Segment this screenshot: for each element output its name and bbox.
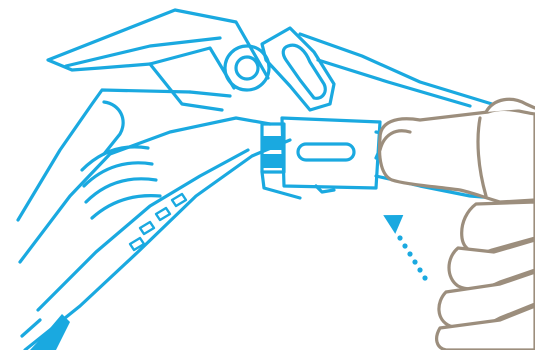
pivot-ring-icon — [223, 44, 271, 92]
dotted-arrow-up-left-icon — [383, 214, 428, 281]
tool-upper-jaw — [46, 8, 270, 112]
lock-slider — [260, 116, 382, 200]
tool-upper-lever — [260, 26, 494, 112]
hand-icon — [377, 97, 535, 350]
tool-lower-handle — [16, 88, 292, 350]
